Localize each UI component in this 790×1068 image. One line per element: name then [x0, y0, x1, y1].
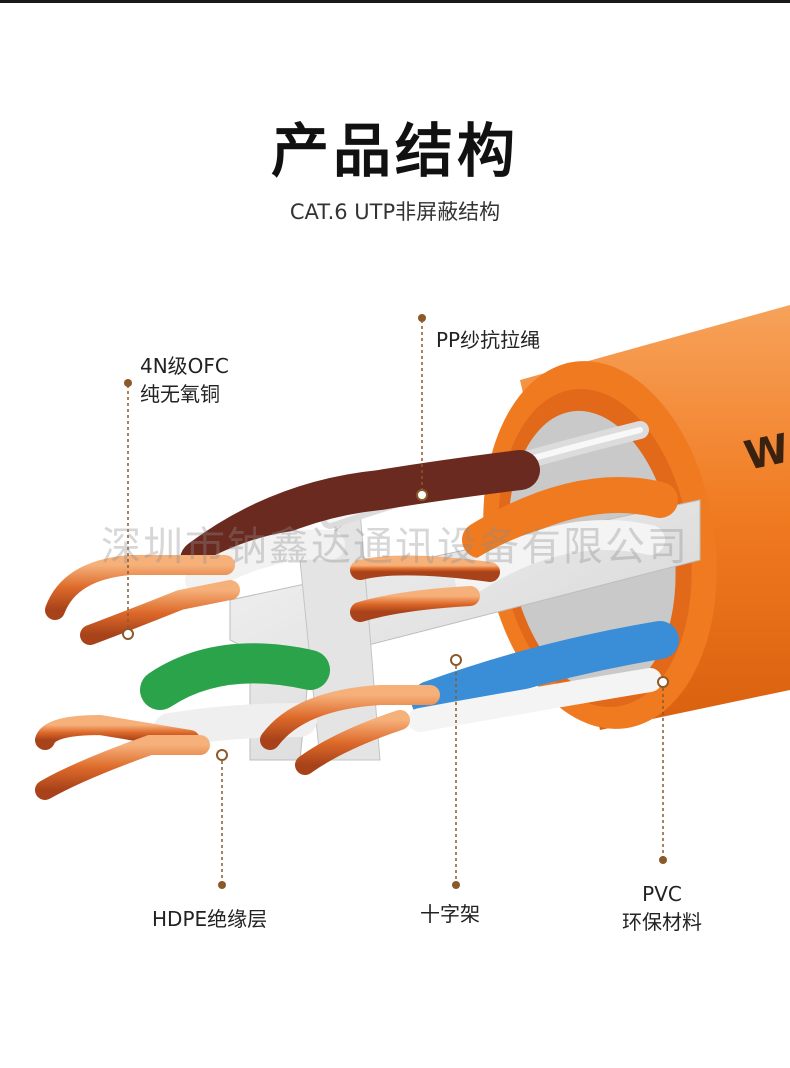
label-pvc: PVC 环保材料: [612, 880, 712, 936]
copper-conductors: [35, 555, 500, 800]
label-pvc-line1: PVC: [642, 882, 682, 906]
label-ofc-line1: 4N级OFC: [140, 354, 229, 378]
annotation-markers: [124, 314, 667, 889]
label-ofc: 4N级OFC 纯无氧铜: [140, 352, 229, 408]
label-pvc-line2: 环保材料: [622, 910, 702, 934]
label-pp-rope: PP纱抗拉绳: [436, 328, 541, 352]
label-cross: 十字架: [420, 902, 480, 926]
label-hdpe: HDPE绝缘层: [152, 907, 268, 931]
cable-print-text: W: [741, 426, 790, 480]
annotation-target-dots: [122, 489, 669, 761]
top-border: [0, 0, 790, 3]
label-ofc-line2: 纯无氧铜: [140, 382, 220, 406]
page-title: 产品结构: [270, 117, 519, 185]
blue-pair: [408, 621, 679, 732]
page-subtitle: CAT.6 UTP非屏蔽结构: [289, 200, 501, 224]
annotation-leaders: [127, 320, 664, 885]
